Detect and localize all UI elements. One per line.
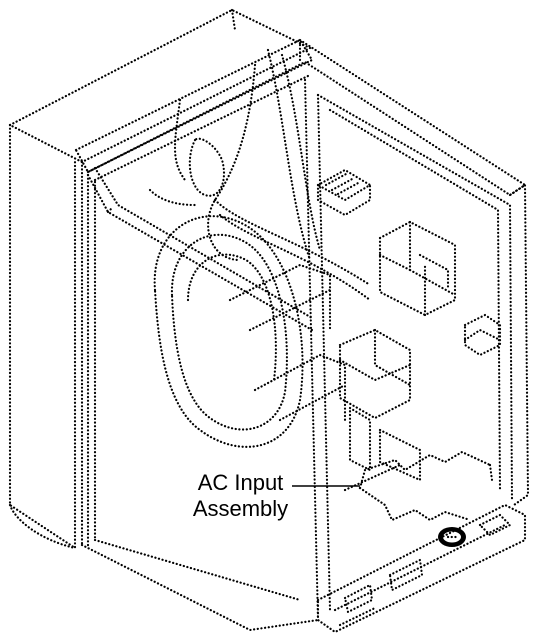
ac-input-assembly xyxy=(358,450,494,547)
crt-neck-assembly xyxy=(153,215,347,448)
callout-line-2: Assembly xyxy=(192,496,289,521)
logic-board xyxy=(338,313,502,492)
rear-port-panel xyxy=(316,503,527,634)
cross-strut xyxy=(86,166,314,332)
inner-frame xyxy=(80,173,320,632)
vent-grille xyxy=(316,168,372,217)
callout-label: AC Input Assembly xyxy=(178,470,303,522)
callout-line-1: AC Input xyxy=(197,470,284,495)
board-connector xyxy=(378,220,457,317)
side-panel-frame xyxy=(303,78,530,622)
cable-bundle xyxy=(148,48,372,302)
rear-housing xyxy=(8,8,312,550)
frame-top-rail xyxy=(74,38,527,197)
